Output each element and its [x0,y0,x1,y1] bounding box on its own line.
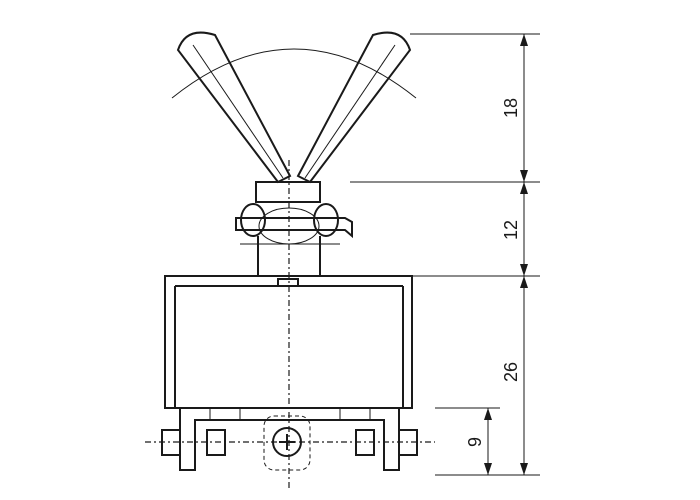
dimension-line-main [520,34,528,475]
dim-label-terminal: 9 [465,437,485,447]
lever-swing-arc [171,48,417,99]
dim-label-lever: 18 [501,98,521,118]
dim-label-bushing: 12 [501,220,521,240]
lever-left [176,31,292,184]
bushing [235,181,353,276]
dim-label-body: 26 [501,362,521,382]
lever-right [296,31,412,184]
dimension-line-terminal [484,408,492,475]
